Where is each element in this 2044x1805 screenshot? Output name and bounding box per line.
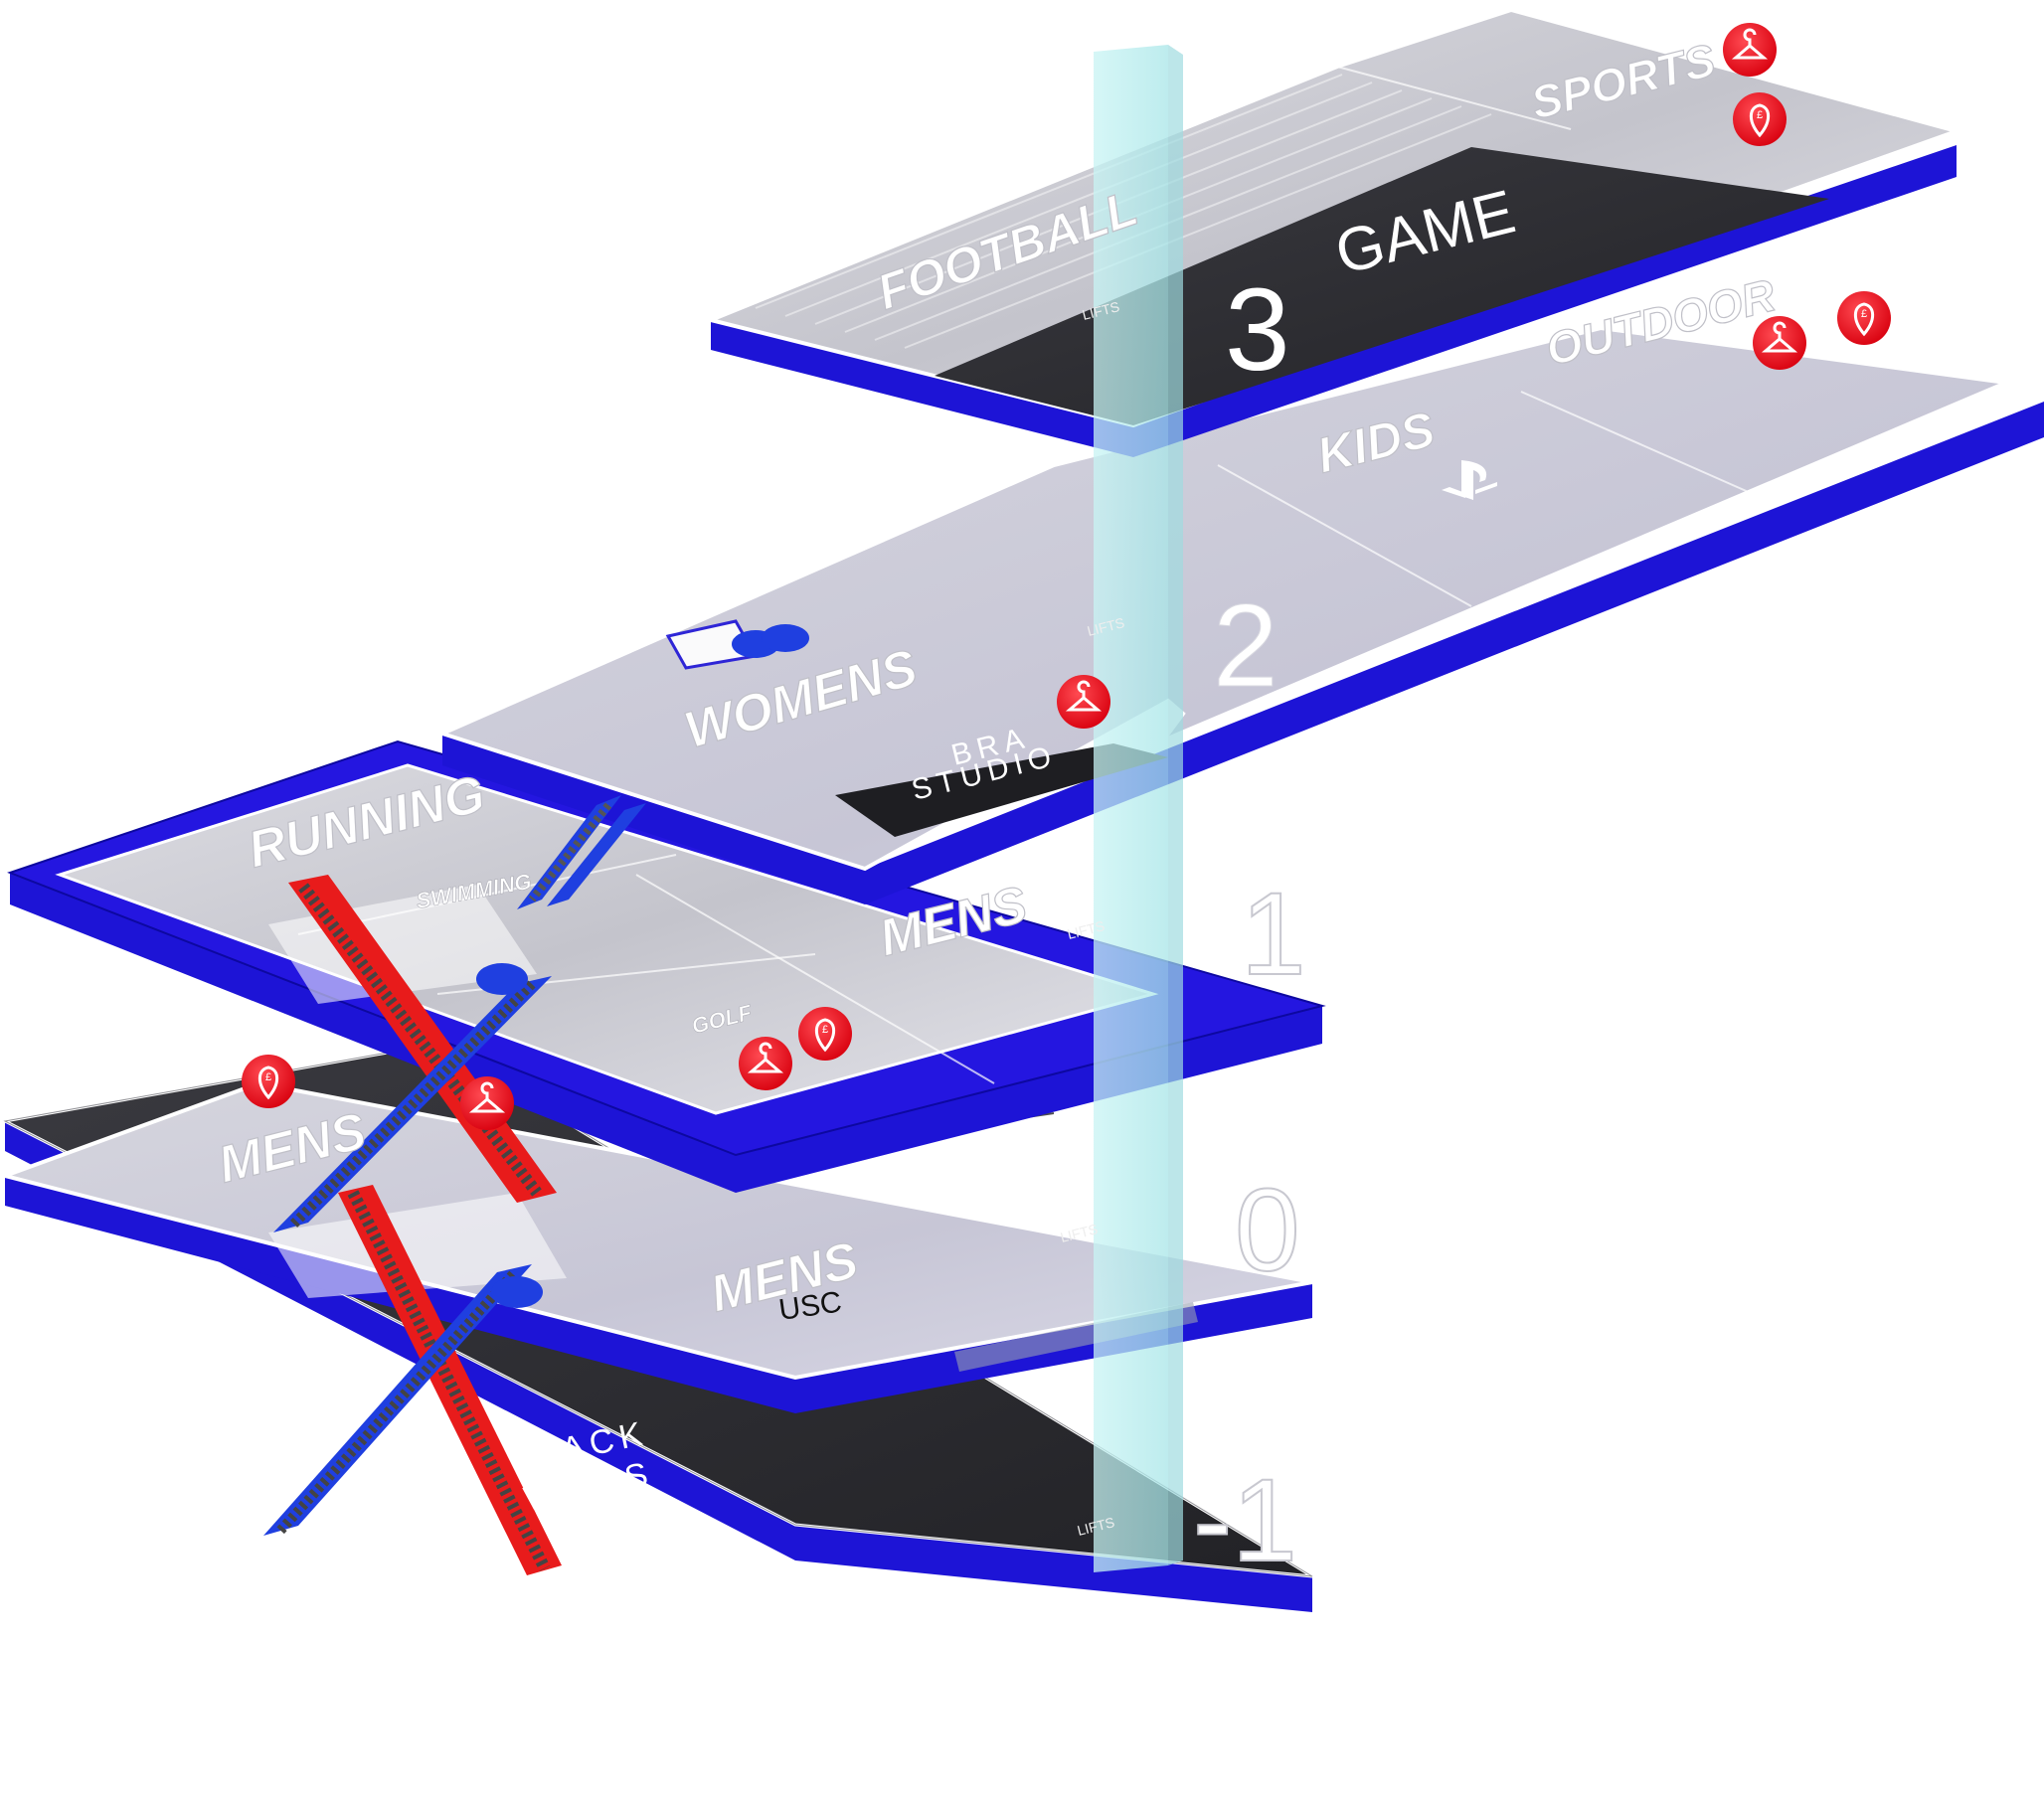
floor-0-void: [268, 1193, 567, 1298]
pound-location-pin-icon[interactable]: £: [1733, 92, 1787, 146]
hanger-icon[interactable]: [1753, 316, 1806, 370]
svg-text:£: £: [822, 1024, 828, 1036]
floor-numbers: 3 2 1 0 -1: [1192, 264, 1307, 1587]
playstation-logo-icon: [1442, 460, 1497, 500]
bra-studio-zone: [835, 743, 1168, 837]
floor-2: [436, 325, 2044, 904]
escalator-0-m1-down[interactable]: [338, 1185, 562, 1575]
hanger-icon[interactable]: [739, 1037, 792, 1090]
pound-location-pin-icon[interactable]: £: [242, 1055, 295, 1108]
pound-location-pin-icon[interactable]: £: [798, 1007, 852, 1061]
hanger-icon[interactable]: [1723, 23, 1777, 77]
svg-text:£: £: [1861, 308, 1867, 320]
markers: £ £ £ £: [242, 23, 1891, 1130]
svg-text:£: £: [1757, 109, 1763, 121]
escalator-2-1[interactable]: [517, 795, 646, 909]
pound-location-pin-icon[interactable]: £: [1837, 291, 1891, 345]
floor-number-minus-1: -1: [1193, 1455, 1297, 1586]
lift-shaft-icon: [1094, 45, 1183, 1572]
floor-number-1: 1: [1241, 869, 1306, 1000]
floor-0-slab: [0, 1080, 1313, 1381]
floor-number-3: 3: [1225, 264, 1290, 396]
hanger-icon[interactable]: [1057, 675, 1110, 729]
floor-1-edge: [10, 873, 1322, 1193]
floor-number-0: 0: [1235, 1165, 1300, 1296]
escalator-1-0-up[interactable]: [273, 976, 552, 1232]
escalators: [263, 624, 809, 1575]
svg-text:£: £: [265, 1071, 271, 1083]
floor-1: [7, 739, 1326, 1193]
floor-number-2: 2: [1213, 580, 1278, 712]
escalator-heads: [476, 624, 809, 1308]
hanger-icon[interactable]: [460, 1076, 514, 1130]
escalator-0-m1-up[interactable]: [263, 1264, 532, 1536]
